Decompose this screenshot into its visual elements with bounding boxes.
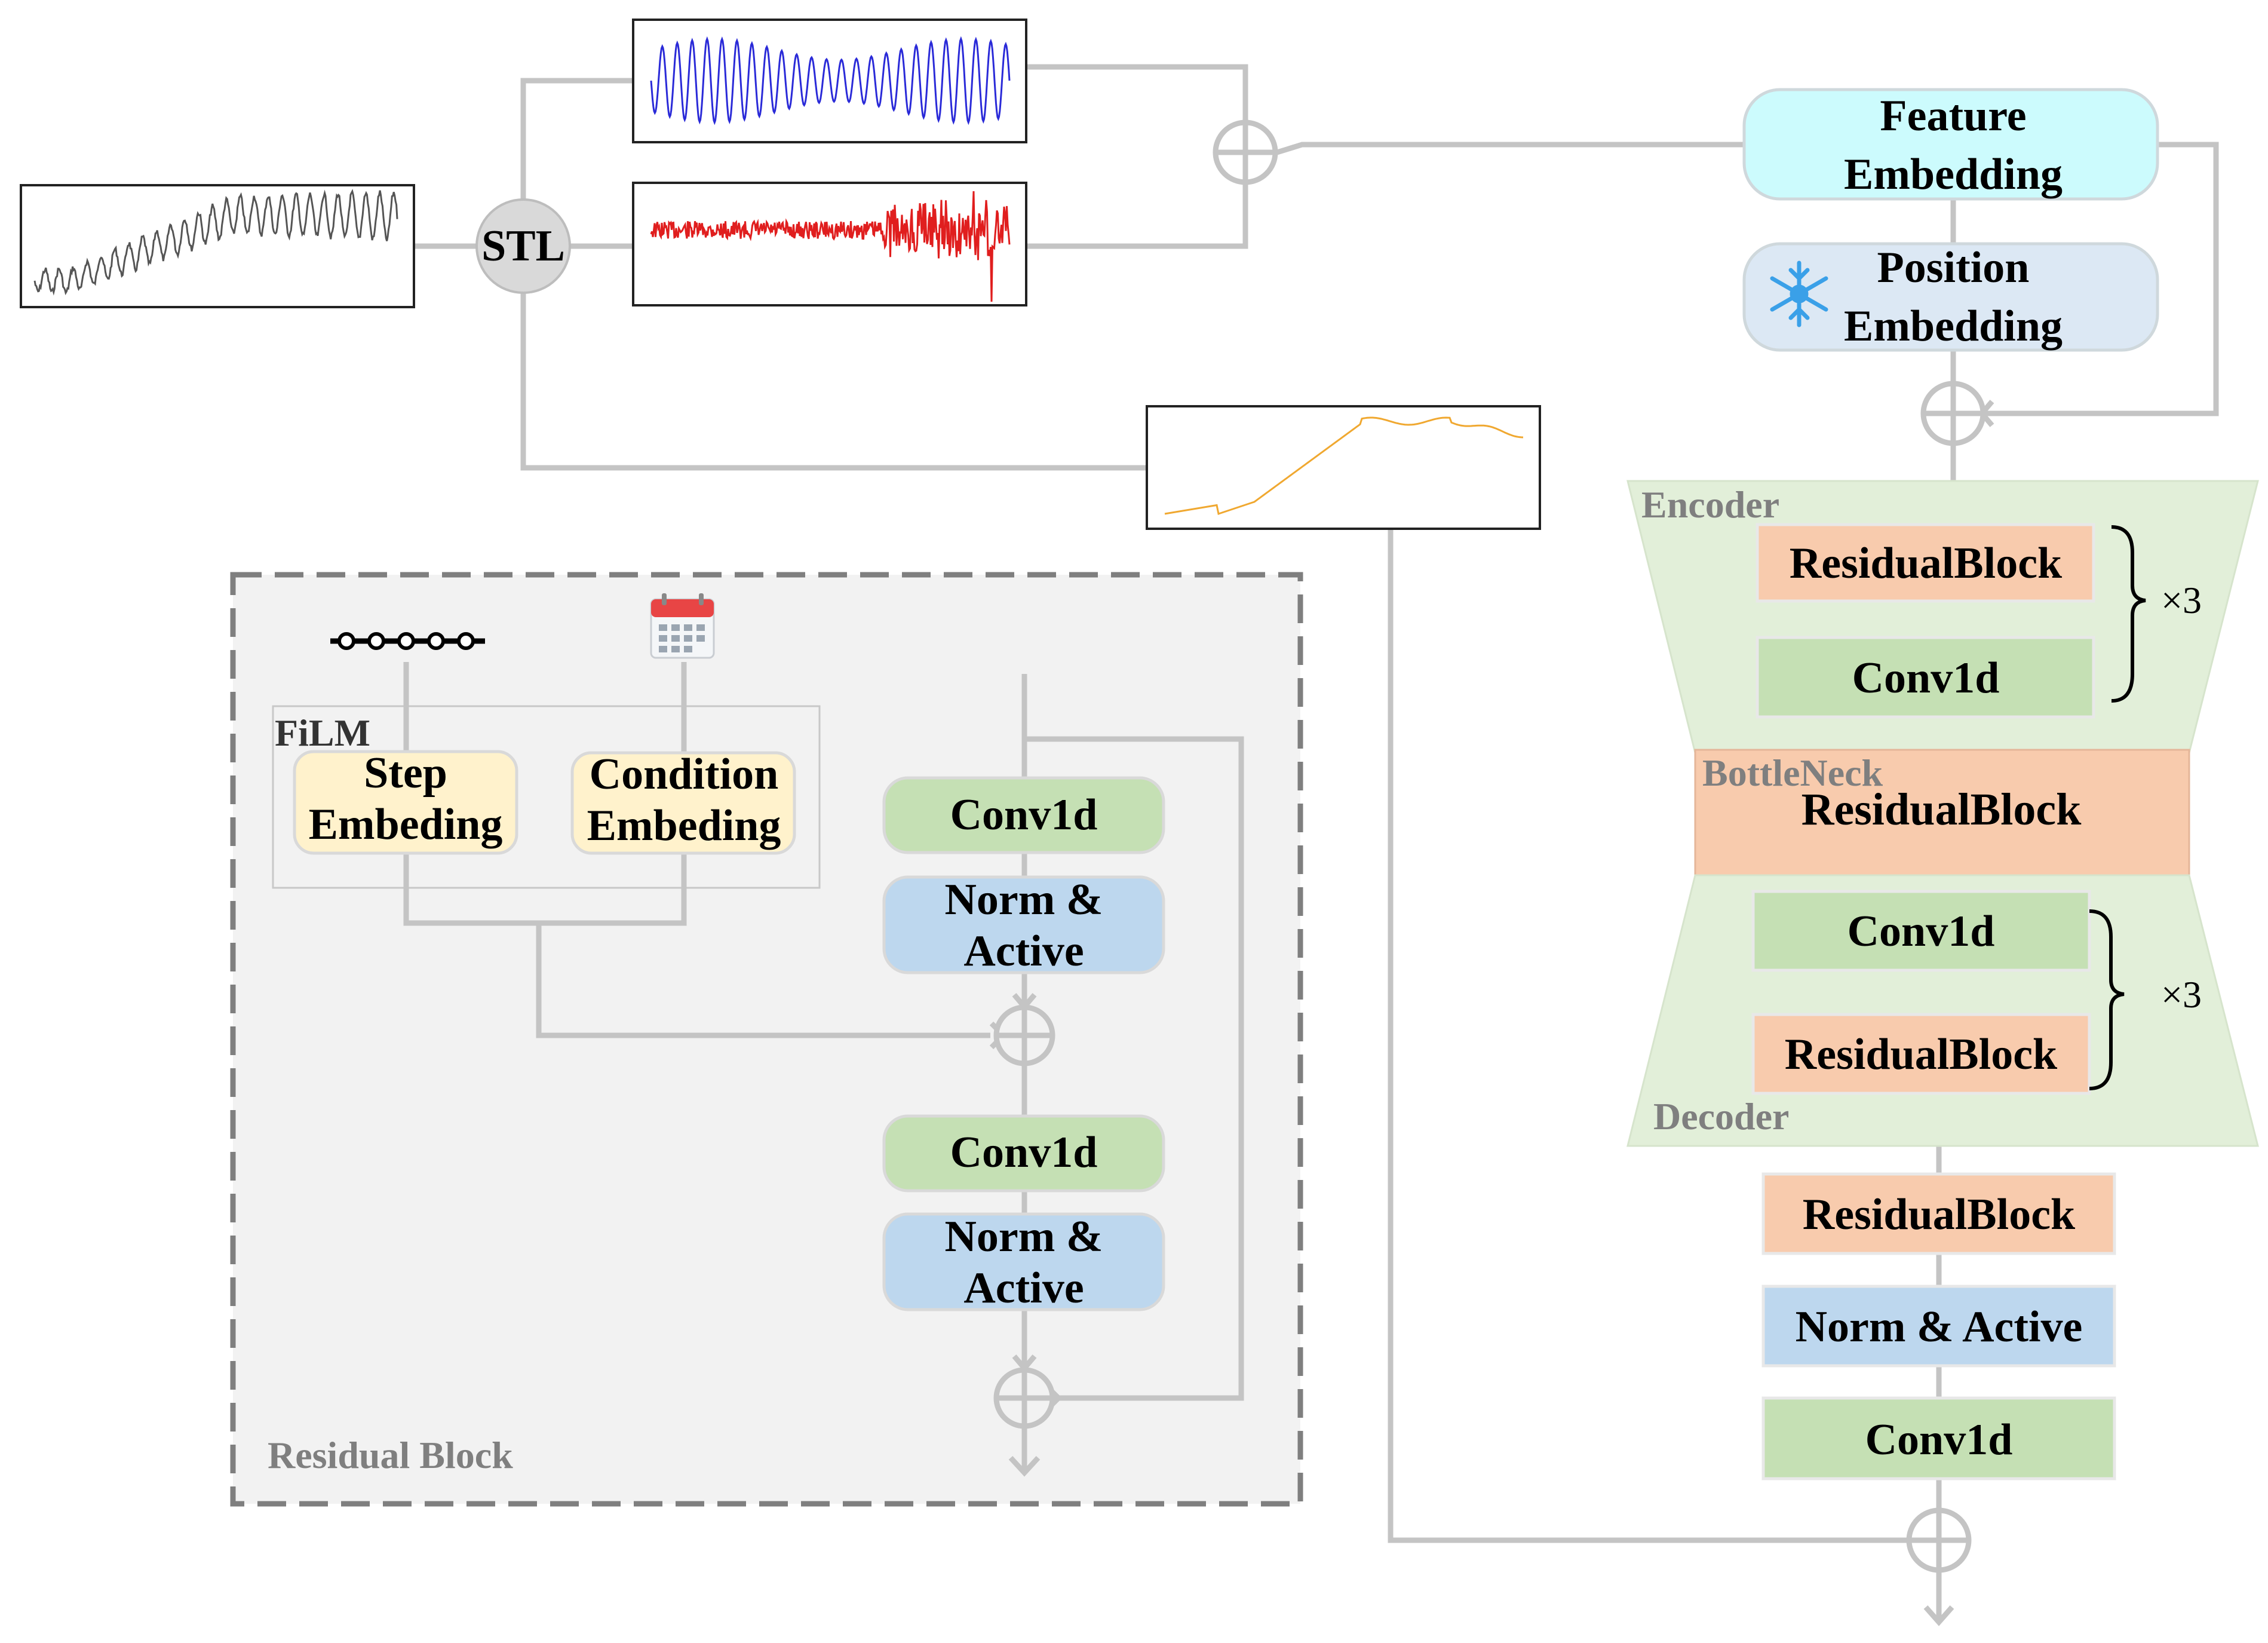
- snowflake-icon: [1770, 260, 1828, 327]
- feature-embedding-block: Feature Embedding: [1742, 88, 2159, 201]
- encoder-repeat-label: ×3: [2161, 579, 2202, 621]
- connection-lines: [415, 64, 2219, 1626]
- residual-component-plot: [632, 182, 1027, 306]
- decoder-residualblock: ResidualBlock: [1785, 1030, 2058, 1079]
- condition-embedding-line1: Condition: [590, 750, 779, 799]
- bottleneck-label: BottleNeck: [1702, 752, 1883, 794]
- rb-norm-first-line2: Active: [963, 927, 1084, 976]
- rb-norm-first-line1: Norm &: [944, 875, 1103, 924]
- trend-component-plot: [1146, 405, 1541, 530]
- step-chain-icon: [330, 632, 485, 650]
- residual-block-detail: FiLM: [230, 572, 1303, 1507]
- decoder-conv1d: Conv1d: [1847, 907, 1995, 956]
- residual-block-title: Residual Block: [268, 1434, 513, 1476]
- rb-sum-node-skip: [993, 1367, 1055, 1429]
- position-embedding-block: Position Embedding: [1742, 242, 2159, 352]
- rb-conv1d-first-label: Conv1d: [950, 790, 1098, 839]
- step-embedding-line1: Step: [364, 749, 447, 798]
- film-label: FiLM: [275, 712, 370, 754]
- condition-embedding-block: Condition Embeding: [570, 750, 796, 855]
- rb-norm-second-line1: Norm &: [944, 1212, 1103, 1261]
- feature-embedding-line1: Feature: [1880, 91, 2026, 140]
- encoder-residualblock: ResidualBlock: [1790, 539, 2063, 588]
- encoder-label: Encoder: [1641, 483, 1779, 526]
- step-embedding-block: Step Embeding: [293, 749, 518, 855]
- stl-node: STL: [475, 198, 571, 294]
- sum-node-output: [1906, 1507, 1972, 1573]
- decoder-repeat-label: ×3: [2161, 973, 2202, 1016]
- rb-conv1d-second-label: Conv1d: [950, 1128, 1098, 1177]
- sum-node-decomposition: [1213, 119, 1278, 185]
- rb-norm-active-second: Norm & Active: [882, 1212, 1165, 1313]
- head-conv1d-label: Conv1d: [1865, 1415, 2013, 1464]
- seasonal-component-plot: [632, 19, 1027, 143]
- rb-norm-second-line2: Active: [963, 1264, 1084, 1313]
- feature-embedding-line2: Embedding: [1844, 150, 2063, 199]
- raw-series-plot: [20, 184, 415, 308]
- bottleneck-section: BottleNeck ResidualBlock: [1694, 749, 2190, 878]
- decoder-section: Conv1d ResidualBlock ×3 Decoder: [1626, 874, 2259, 1147]
- condition-embedding-line2: Embeding: [587, 801, 781, 850]
- rb-conv1d-first: Conv1d: [882, 776, 1165, 854]
- encoder-section: Encoder ResidualBlock Conv1d ×3: [1626, 480, 2259, 754]
- position-embedding-line2: Embedding: [1844, 302, 2063, 351]
- encoder-conv1d: Conv1d: [1852, 654, 2000, 703]
- head-residualblock-label: ResidualBlock: [1803, 1190, 2076, 1239]
- head-residualblock: ResidualBlock: [1761, 1172, 2116, 1255]
- rb-norm-active-first: Norm & Active: [882, 875, 1165, 976]
- decoder-label: Decoder: [1653, 1095, 1789, 1138]
- head-norm-active-label: Norm & Active: [1796, 1302, 2083, 1351]
- stl-label: STL: [481, 222, 565, 271]
- rb-sum-node-film: [993, 1004, 1055, 1066]
- head-conv1d: Conv1d: [1761, 1396, 2116, 1480]
- sum-node-embeddings: [1920, 381, 1994, 446]
- position-embedding-line1: Position: [1877, 243, 2030, 292]
- step-embedding-line2: Embeding: [309, 800, 503, 849]
- head-norm-active: Norm & Active: [1761, 1285, 2116, 1368]
- bottleneck-residualblock: ResidualBlock: [1801, 784, 2082, 835]
- calendar-icon: [650, 593, 715, 659]
- rb-conv1d-second: Conv1d: [882, 1114, 1165, 1193]
